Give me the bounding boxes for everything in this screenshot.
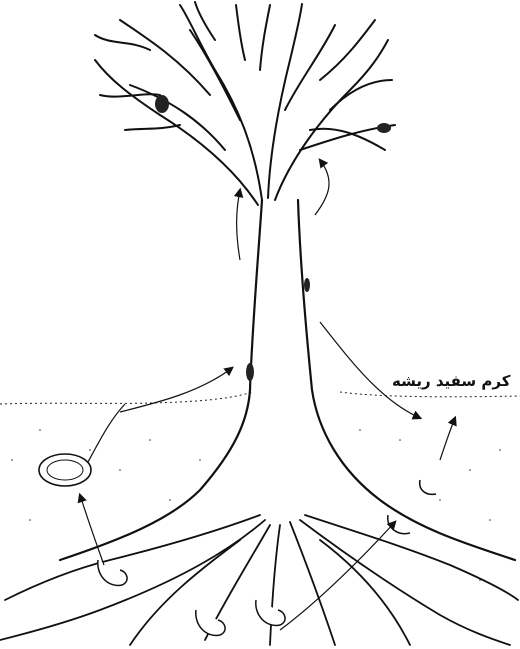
soil-dots: [11, 429, 501, 581]
tree-canopy: [95, 2, 395, 205]
egg-cluster: [39, 404, 125, 486]
white-grub-label: کرم سفید ریشه: [392, 372, 510, 390]
ground-surface: [0, 392, 520, 404]
adult-beetle-canopy: [155, 95, 391, 133]
lifecycle-arrows: [80, 160, 455, 630]
